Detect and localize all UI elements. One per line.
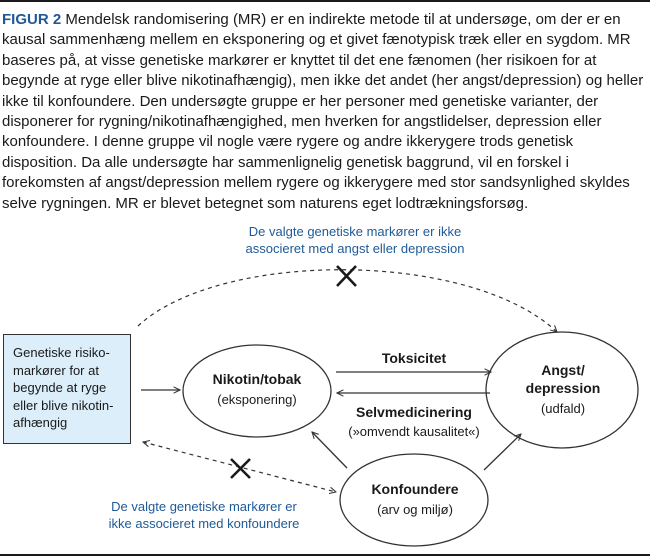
confounders-title: Konfoundere <box>371 481 458 497</box>
label-reverse-causality: (»omvendt kausalitet«) <box>348 424 480 439</box>
risk-box-line: Genetiske risiko- <box>13 345 110 360</box>
bottom-rule <box>0 554 650 556</box>
top-rule <box>0 0 650 2</box>
arrow-confounders-to-outcome <box>483 434 521 471</box>
label-toxicity: Toksicitet <box>382 350 447 366</box>
bottom-note-line: De valgte genetiske markører er <box>111 499 297 514</box>
cross-mark-icon <box>336 265 357 287</box>
exposure-title: Nikotin/tobak <box>213 371 302 387</box>
top-note-line: De valgte genetiske markører er ikke <box>249 224 461 239</box>
figure-caption: FIGUR 2 Mendelsk randomisering (MR) er e… <box>2 10 648 214</box>
outcome-title: Angst/ <box>541 362 585 378</box>
outcome-ellipse <box>485 331 639 449</box>
confounders-subtitle: (arv og miljø) <box>377 502 453 517</box>
risk-box-line: begynde at ryge <box>13 380 107 395</box>
outcome-title: depression <box>526 380 601 396</box>
confounders-ellipse <box>339 453 489 547</box>
figure-caption-text: Mendelsk randomisering (MR) er en indire… <box>2 11 644 212</box>
exposure-ellipse <box>182 344 332 438</box>
arrow-confounders-to-exposure <box>312 432 348 469</box>
dashed-arc-to-outcome <box>137 269 557 332</box>
outcome-subtitle: (udfald) <box>541 401 585 416</box>
risk-box-line: eller blive nikotin- <box>13 397 114 413</box>
genetic-risk-markers-box: Genetiske risiko- markører for at begynd… <box>3 334 131 444</box>
bottom-note-line: ikke associeret med konfoundere <box>109 516 300 531</box>
risk-box-line: afhængig <box>13 415 68 430</box>
cross-mark-icon <box>230 458 251 479</box>
risk-box-line: markører for at <box>13 362 99 378</box>
figure-label: FIGUR 2 <box>2 11 62 28</box>
top-note-line: associeret med angst eller depression <box>246 241 465 256</box>
label-self-medication: Selvmedicinering <box>356 404 472 420</box>
exposure-subtitle: (eksponering) <box>217 392 297 407</box>
